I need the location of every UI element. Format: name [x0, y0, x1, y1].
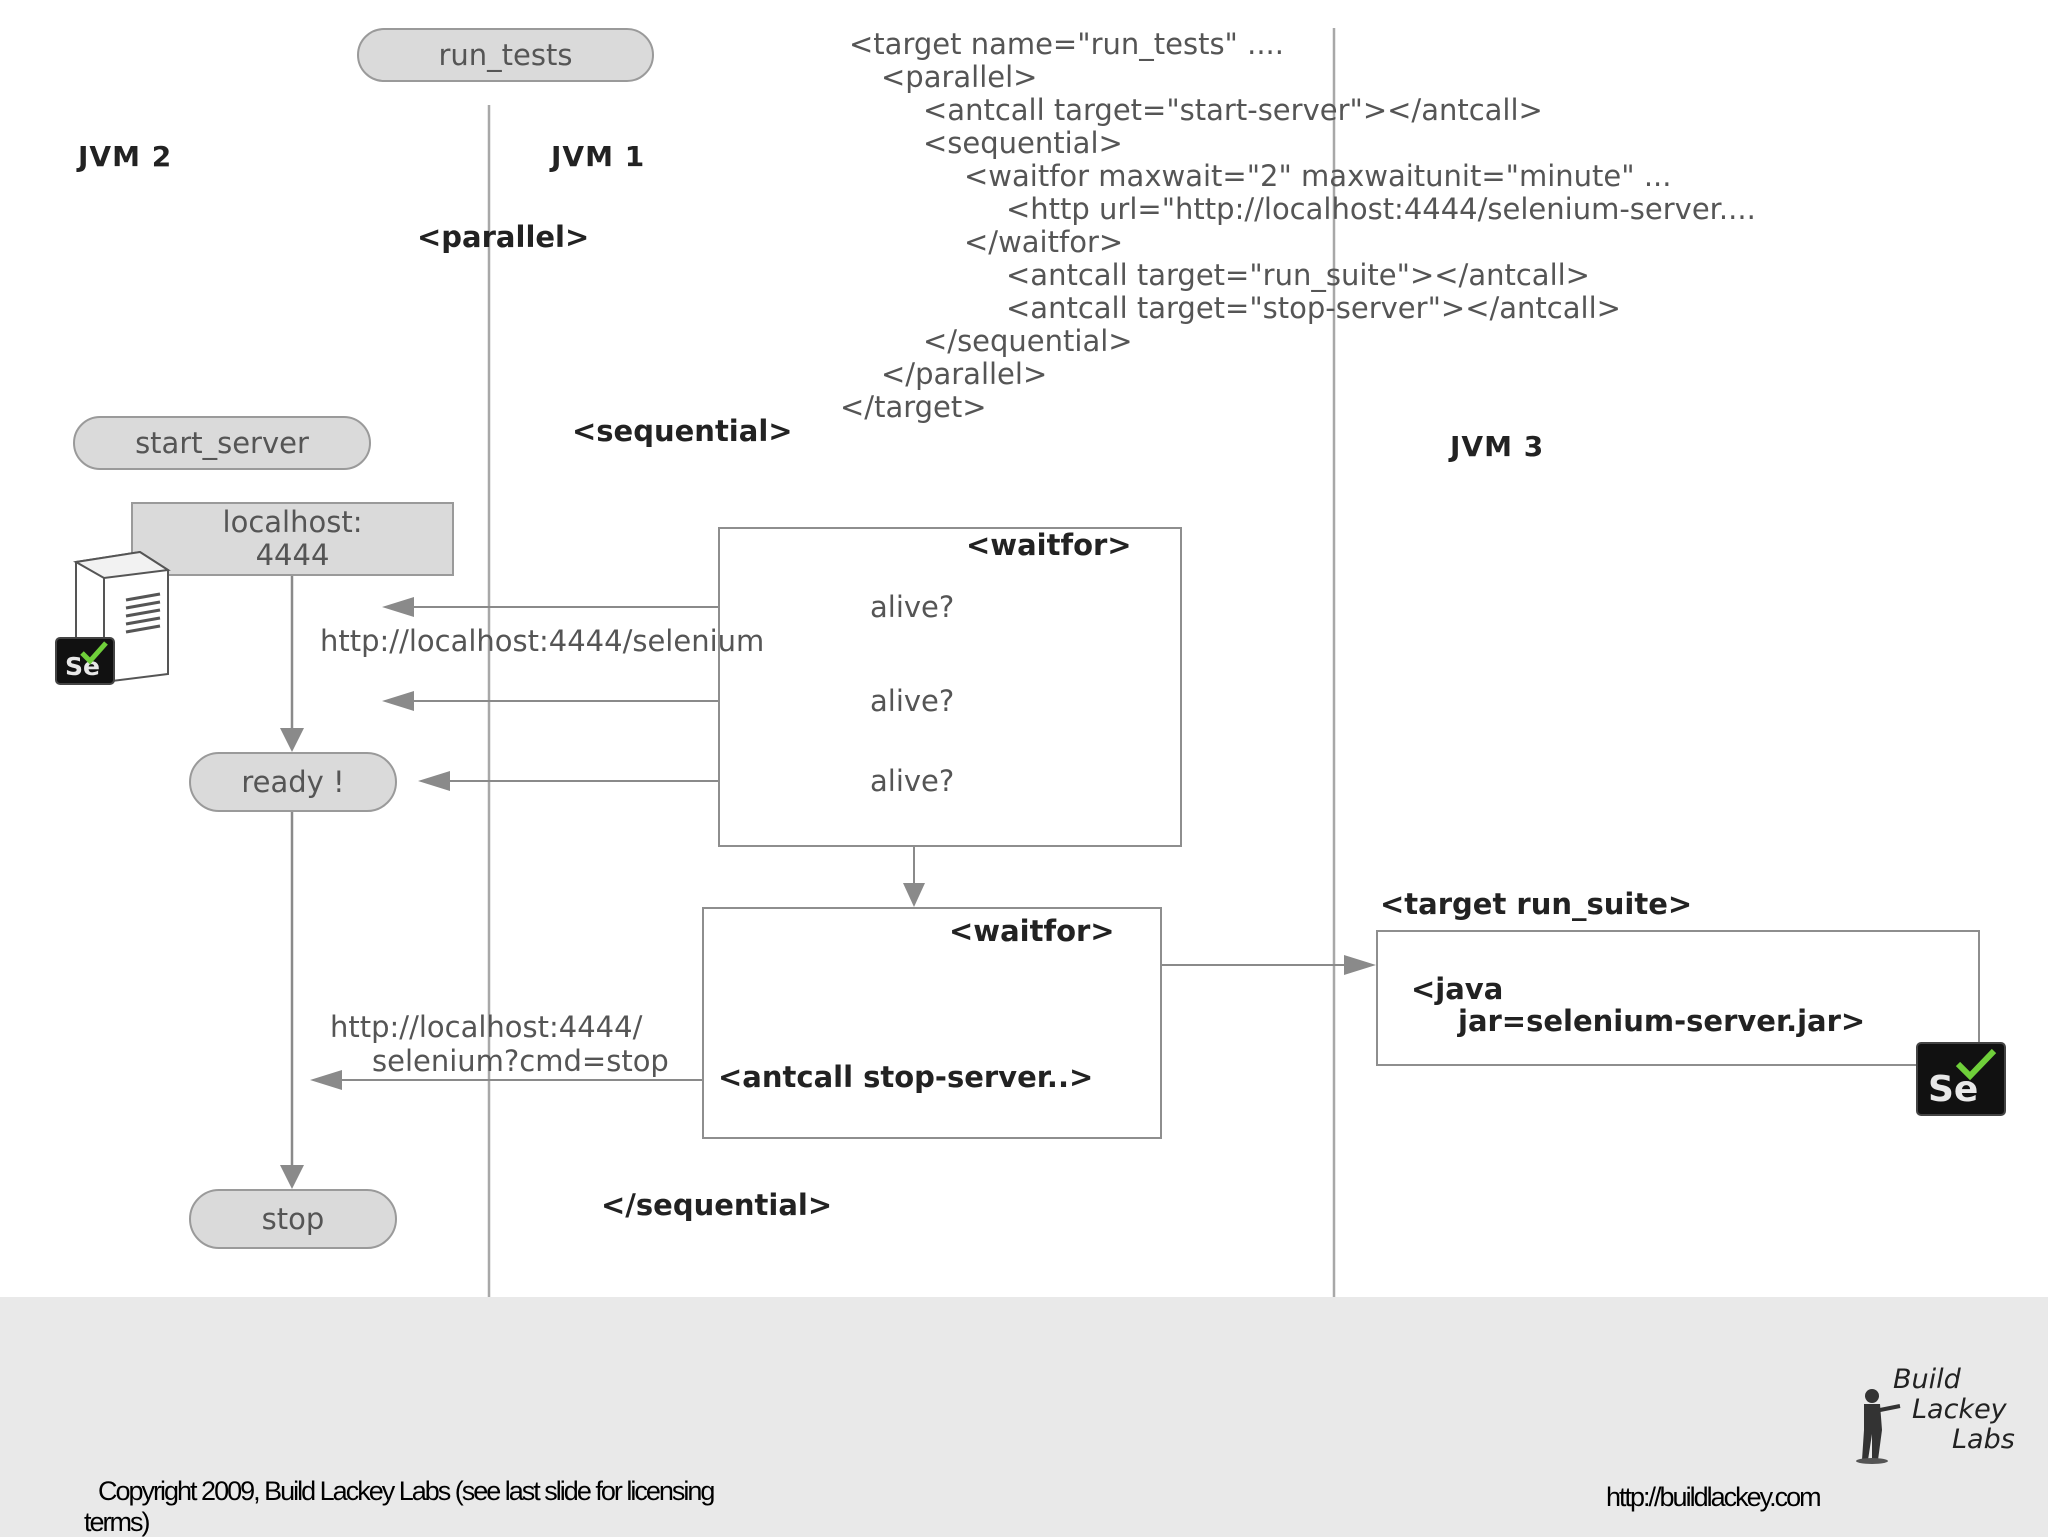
sequential-end-tag: </sequential>	[601, 1188, 833, 1222]
selenium-badge-icon: Se	[55, 637, 115, 685]
sequential-tag: <sequential>	[572, 414, 793, 448]
code-line-9: <antcall target="stop-server"></antcall>	[1006, 291, 1621, 325]
code-line-2: <parallel>	[881, 60, 1038, 94]
code-line-4: <sequential>	[923, 126, 1123, 160]
jvm1-label: JVM 1	[551, 140, 646, 173]
code-line-6: <http url="http://localhost:4444/seleniu…	[1006, 192, 1756, 226]
start-server-node: start_server	[73, 416, 371, 470]
arrow-to-stop	[280, 1165, 304, 1189]
logo-labs: Labs	[1952, 1424, 2015, 1455]
arrow-to-ready	[280, 728, 304, 752]
lackey-figure-icon	[1856, 1389, 1901, 1464]
ready-node: ready !	[189, 752, 397, 812]
copyright-line-1: Copyright 2009, Build Lackey Labs (see l…	[98, 1476, 715, 1506]
run-tests-node: run_tests	[357, 28, 654, 82]
code-line-11: </parallel>	[881, 357, 1048, 391]
jvm2-label: JVM 2	[78, 140, 173, 173]
logo-lackey: Lackey	[1912, 1394, 2007, 1425]
localhost-label: localhost:	[222, 505, 363, 539]
code-line-8: <antcall target="run_suite"></antcall>	[1006, 258, 1590, 292]
localhost-box: localhost: 4444	[131, 502, 454, 576]
stop-url-line-2: selenium?cmd=stop	[372, 1044, 669, 1078]
code-line-12: </target>	[840, 390, 987, 424]
selenium-url-label: http://localhost:4444/selenium	[320, 624, 765, 658]
run-suite-box	[1376, 930, 1980, 1066]
target-run-suite-tag: <target run_suite>	[1380, 887, 1693, 921]
footer-url-link[interactable]: http://buildlackey.com	[1606, 1482, 1822, 1512]
waitfor-tag-1: <waitfor>	[966, 528, 1132, 562]
code-line-7: </waitfor>	[964, 225, 1124, 259]
footer-band	[0, 1297, 2048, 1537]
code-line-1: <target name="run_tests" ....	[849, 27, 1284, 61]
localhost-port: 4444	[255, 538, 330, 572]
alive-label-2: alive?	[870, 684, 955, 718]
java-line-1: <java	[1411, 972, 1504, 1006]
stop-node: stop	[189, 1189, 397, 1249]
code-line-5: <waitfor maxwait="2" maxwaitunit="minute…	[964, 159, 1672, 193]
waitfor-box-1	[718, 527, 1182, 847]
logo-build: Build	[1893, 1364, 1961, 1395]
waitfor-tag-2: <waitfor>	[949, 914, 1115, 948]
code-line-3: <antcall target="start-server"></antcall…	[923, 93, 1543, 127]
code-line-10: </sequential>	[923, 324, 1133, 358]
antcall-stop-tag: <antcall stop-server..>	[718, 1060, 1094, 1094]
copyright-line-2: terms)	[84, 1507, 150, 1537]
alive-label-1: alive?	[870, 590, 955, 624]
alive-label-3: alive?	[870, 764, 955, 798]
waitfor-box-2	[702, 907, 1162, 1139]
jvm3-label: JVM 3	[1450, 430, 1545, 463]
parallel-tag: <parallel>	[417, 220, 590, 254]
stop-url-line-1: http://localhost:4444/	[330, 1010, 643, 1044]
java-line-2: jar=selenium-server.jar>	[1458, 1004, 1866, 1038]
selenium-badge-large-icon: Se	[1916, 1042, 2006, 1116]
